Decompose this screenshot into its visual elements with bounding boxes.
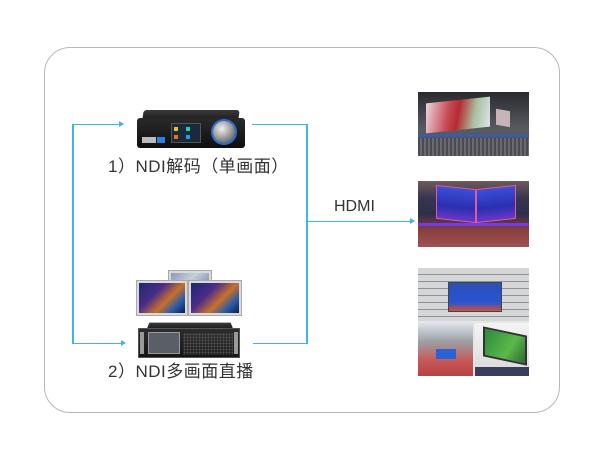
ndi-multiview-server-icon	[136, 270, 242, 358]
top-left-line	[72, 123, 122, 125]
hdmi-label: HDMI	[334, 198, 375, 215]
bottom-right-line	[253, 342, 307, 344]
right-vertical-line	[306, 124, 308, 344]
hdmi-line	[306, 220, 412, 222]
arrow-right-icon	[119, 121, 124, 127]
left-vertical-line	[72, 124, 74, 344]
source-label-multiview: 2）NDI多画面直播	[108, 362, 254, 381]
arena-scoreboard-photo	[418, 181, 529, 247]
top-right-line	[252, 123, 307, 125]
outdoor-led-screens-photo	[418, 268, 529, 376]
source-label-decoder: 1）NDI解码（单画面）	[108, 157, 289, 176]
arrow-right-icon	[121, 340, 126, 346]
diagram-frame	[44, 47, 560, 413]
ndi-decoder-device-icon	[137, 110, 245, 148]
stadium-jumbotron-photo	[418, 92, 529, 156]
bottom-left-line	[72, 342, 124, 344]
arrow-right-icon	[410, 218, 415, 224]
